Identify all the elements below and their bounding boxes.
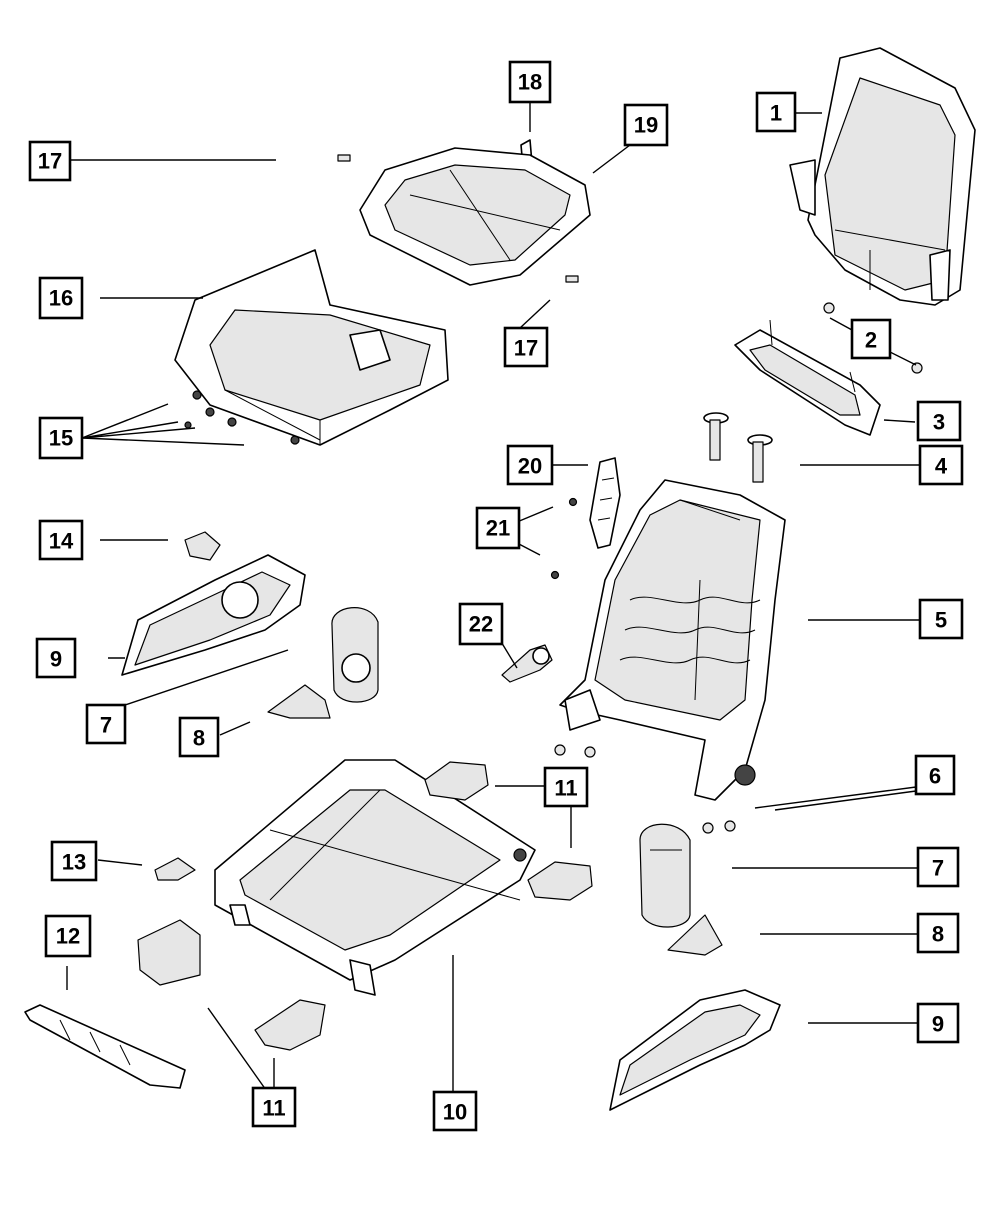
callout-2: 2 bbox=[850, 318, 892, 360]
svg-text:17: 17 bbox=[514, 336, 538, 361]
callout-11-bottom: 11 bbox=[251, 1086, 297, 1128]
callout-9-right: 9 bbox=[916, 1002, 960, 1044]
leader-lines bbox=[66, 102, 920, 1092]
svg-text:5: 5 bbox=[935, 608, 947, 633]
svg-text:13: 13 bbox=[62, 850, 86, 875]
part-track-cover-bottom bbox=[254, 999, 326, 1051]
svg-text:15: 15 bbox=[49, 426, 73, 451]
callout-7-right: 7 bbox=[916, 846, 960, 888]
callout-4: 4 bbox=[918, 444, 964, 486]
svg-text:10: 10 bbox=[443, 1100, 467, 1125]
part-track-cover-left bbox=[137, 919, 201, 986]
callout-15: 15 bbox=[38, 416, 84, 460]
callout-22: 22 bbox=[458, 602, 504, 646]
callout-14: 14 bbox=[38, 519, 84, 561]
part-cushion-frame bbox=[359, 147, 591, 286]
svg-text:19: 19 bbox=[634, 113, 658, 138]
part-lower-trim-strip bbox=[24, 1004, 186, 1089]
svg-text:8: 8 bbox=[193, 726, 205, 751]
svg-text:22: 22 bbox=[469, 612, 493, 637]
callout-3: 3 bbox=[916, 400, 962, 442]
callout-17-right: 17 bbox=[503, 326, 549, 368]
svg-text:12: 12 bbox=[56, 924, 80, 949]
part-recliner-cover-right bbox=[639, 823, 691, 928]
callout-1: 1 bbox=[755, 91, 797, 133]
part-recliner-cover-left bbox=[331, 607, 379, 703]
callout-12: 12 bbox=[44, 914, 92, 958]
callout-8-right: 8 bbox=[916, 912, 960, 954]
part-cushion-pan bbox=[174, 249, 449, 446]
svg-text:9: 9 bbox=[50, 647, 62, 672]
svg-text:11: 11 bbox=[262, 1096, 285, 1121]
part-cover-cap bbox=[184, 531, 221, 561]
svg-text:1: 1 bbox=[770, 101, 782, 126]
part-bracket-trim-left bbox=[267, 684, 331, 719]
svg-text:17: 17 bbox=[38, 149, 62, 174]
part-clip-13 bbox=[154, 857, 196, 881]
svg-text:7: 7 bbox=[100, 713, 112, 738]
part-nuts bbox=[554, 744, 736, 834]
svg-text:20: 20 bbox=[518, 454, 542, 479]
callout-6: 6 bbox=[914, 754, 956, 796]
part-bolt-upper bbox=[337, 154, 351, 162]
callout-17-left: 17 bbox=[28, 140, 72, 182]
callout-5: 5 bbox=[918, 598, 964, 640]
svg-text:9: 9 bbox=[932, 1012, 944, 1037]
svg-text:18: 18 bbox=[518, 70, 542, 95]
part-bolt-lower bbox=[565, 275, 579, 283]
callout-9-left: 9 bbox=[35, 637, 77, 679]
callout-11-top: 11 bbox=[543, 766, 589, 808]
part-harness-bracket bbox=[589, 457, 621, 549]
callout-10: 10 bbox=[432, 1090, 478, 1132]
part-back-trim bbox=[734, 319, 881, 436]
part-side-shield-right bbox=[609, 989, 781, 1111]
svg-text:6: 6 bbox=[929, 764, 941, 789]
svg-text:3: 3 bbox=[933, 410, 945, 435]
part-seat-track bbox=[214, 759, 536, 996]
svg-text:8: 8 bbox=[932, 922, 944, 947]
callout-8-left: 8 bbox=[178, 716, 220, 758]
part-side-shield-left bbox=[121, 554, 306, 676]
part-screws bbox=[184, 390, 300, 445]
svg-text:21: 21 bbox=[486, 516, 510, 541]
callout-13: 13 bbox=[50, 840, 98, 882]
part-bracket-trim-right bbox=[667, 914, 723, 956]
part-clips bbox=[823, 302, 923, 374]
part-push-pins bbox=[550, 497, 578, 580]
callout-16: 16 bbox=[38, 276, 84, 320]
svg-text:11: 11 bbox=[554, 776, 577, 801]
part-seat-back-panel bbox=[789, 47, 976, 306]
callout-21: 21 bbox=[475, 506, 521, 550]
part-recliner-handle bbox=[501, 644, 553, 683]
svg-text:7: 7 bbox=[932, 856, 944, 881]
part-track-cover-top bbox=[424, 761, 489, 801]
callout-7-left: 7 bbox=[85, 703, 127, 745]
part-track-cover-mid bbox=[527, 861, 593, 901]
part-seat-back-frame bbox=[559, 479, 786, 801]
svg-text:16: 16 bbox=[49, 286, 73, 311]
svg-text:4: 4 bbox=[935, 454, 948, 479]
callout-18: 18 bbox=[508, 60, 552, 104]
svg-text:2: 2 bbox=[865, 328, 877, 353]
part-headrest-guides bbox=[703, 412, 773, 483]
callout-19: 19 bbox=[623, 103, 669, 147]
svg-text:14: 14 bbox=[49, 529, 74, 554]
callout-20: 20 bbox=[506, 444, 554, 486]
